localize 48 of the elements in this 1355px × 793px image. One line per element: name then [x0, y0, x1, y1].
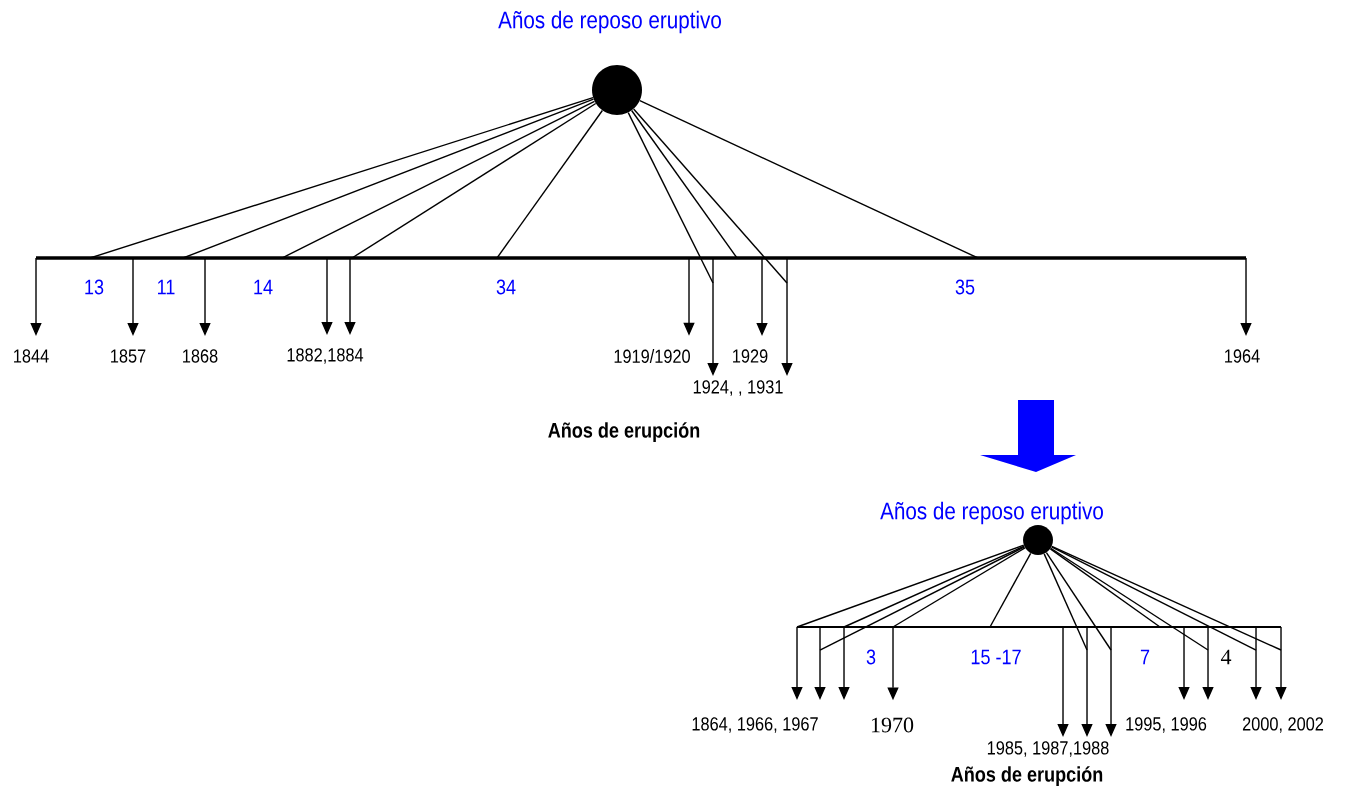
- connector-line: [892, 547, 1026, 628]
- hub-circle: [1023, 525, 1053, 555]
- interval-number: 4: [1220, 649, 1232, 665]
- connector-line: [496, 109, 604, 259]
- connector-line: [819, 546, 1026, 651]
- connector-line: [639, 99, 979, 259]
- axis-caption: Años de erupción: [548, 422, 700, 442]
- year-label: 1995, 1996: [1126, 717, 1207, 733]
- year-label: 1970: [871, 717, 914, 733]
- year-label: 1857: [111, 349, 146, 363]
- connector-line: [1050, 547, 1209, 651]
- connector-line: [351, 102, 597, 259]
- timeline-bar: [36, 256, 1246, 260]
- connector-line: [182, 98, 595, 259]
- connector-line: [843, 545, 1025, 628]
- hub-circle: [592, 65, 642, 115]
- year-label: 1882,1884: [287, 348, 364, 364]
- year-label: 1864, 1966, 1967: [692, 717, 818, 733]
- connector-line: [281, 100, 596, 259]
- interval-number: 7: [1140, 649, 1150, 665]
- connector-line: [627, 111, 714, 284]
- interval-number: 34: [496, 279, 516, 295]
- connector-line: [1049, 548, 1161, 628]
- year-label: 1924, , 1931: [693, 380, 783, 396]
- title-text: Años de reposo eruptivo: [498, 10, 721, 34]
- year-label: 2000, 2002: [1242, 717, 1324, 733]
- axis-caption: Años de erupción: [951, 766, 1103, 786]
- year-label: 1919/1920: [614, 349, 690, 363]
- interval-number: 11: [158, 279, 175, 295]
- interval-number: 15 -17: [971, 649, 1021, 665]
- interval-number: 35: [955, 279, 975, 295]
- year-label: 1844: [14, 349, 49, 363]
- connector-line: [1043, 553, 1088, 651]
- title-text: Años de reposo eruptivo: [880, 501, 1103, 525]
- interval-number: 14: [254, 279, 273, 295]
- connector-line: [632, 108, 788, 284]
- interval-number: 3: [866, 649, 876, 665]
- interval-number: 13: [85, 279, 104, 295]
- connector-line: [89, 96, 594, 259]
- timeline-bar: [797, 626, 1281, 628]
- year-label: 1985, 1987,1988: [987, 741, 1109, 757]
- year-label: 1929: [733, 349, 768, 363]
- year-label: 1964: [1225, 349, 1260, 363]
- year-label: 1868: [183, 349, 218, 363]
- connector-line: [1045, 551, 1112, 651]
- connector-line: [989, 552, 1032, 628]
- connector-line: [796, 544, 1025, 628]
- connector-line: [630, 109, 738, 259]
